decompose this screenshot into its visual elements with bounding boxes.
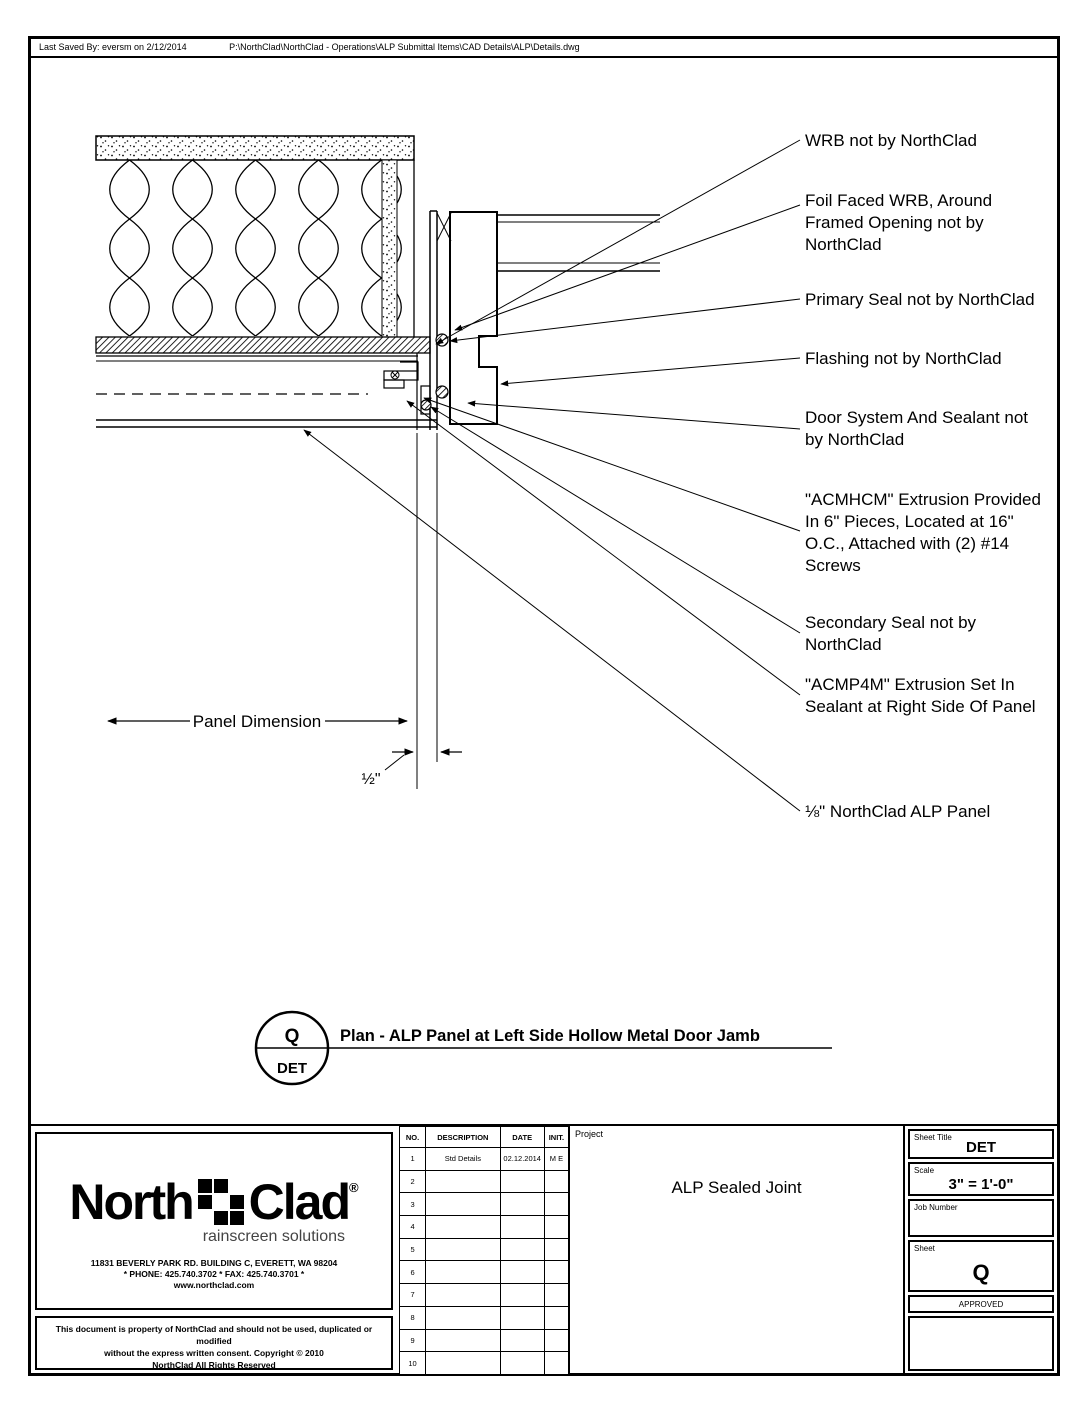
callout-primary-seal: Primary Seal not by NorthClad: [805, 290, 1035, 309]
rev-header-no: NO.: [398, 1126, 427, 1148]
primary-seal-bead: [435, 333, 449, 347]
northclad-logo: North Clad ®: [37, 1174, 391, 1230]
callout-secondary-seal: Secondary Seal not by NorthClad: [805, 613, 977, 654]
door-jamb-frame: [429, 210, 660, 430]
project-box: Project ALP Sealed Joint: [568, 1126, 905, 1375]
panel-dimension: Panel Dimension: [107, 712, 408, 731]
leader-lines: [303, 139, 801, 812]
revision-row: 10: [398, 1351, 570, 1375]
sheet-label: Sheet: [914, 1244, 935, 1253]
approved-signature-box: [908, 1316, 1054, 1371]
leader-primary-seal: [449, 298, 801, 344]
callout-alp-panel: ⅛" NorthClad ALP Panel: [805, 802, 991, 821]
callout-flashing: Flashing not by NorthClad: [805, 349, 1002, 368]
wall-assembly: [95, 135, 437, 428]
callout-acmhcm-extrusion: "ACMHCM" Extrusion Provided In 6" Pieces…: [805, 490, 1041, 575]
detail-title: Plan - ALP Panel at Left Side Hollow Met…: [340, 1027, 760, 1045]
approved-box: APPROVED: [908, 1295, 1054, 1313]
company-address-block: 11831 BEVERLY PARK RD. BUILDING C, EVERE…: [37, 1258, 391, 1291]
callout-foil-faced-wrb: Foil Faced WRB, Around Framed Opening no…: [805, 191, 993, 254]
job-number-label: Job Number: [914, 1203, 958, 1212]
hollow-metal-frame: [449, 211, 498, 425]
sheet-title-value: DET: [966, 1139, 996, 1156]
company-phone-fax: * PHONE: 425.740.3702 * FAX: 425.740.370…: [123, 1269, 305, 1279]
leader-foil-wrb: [454, 204, 801, 331]
logo-box: North Clad ® rainscreen solutions 11831 …: [35, 1132, 393, 1310]
panel-dimension-label: Panel Dimension: [193, 712, 322, 731]
project-name: ALP Sealed Joint: [671, 1178, 802, 1197]
leader-alp-panel: [303, 429, 801, 812]
company-address: 11831 BEVERLY PARK RD. BUILDING C, EVERE…: [90, 1258, 338, 1268]
wrb-layer: [95, 336, 431, 354]
last-saved-text: Last Saved By: eversm on 2/12/2014: [39, 42, 187, 52]
detail-drawing: Panel Dimension ½" Q DET Plan - ALP Pane…: [95, 135, 832, 1086]
revision-row: 4: [398, 1215, 570, 1239]
disclaimer-text: This document is property of NorthClad a…: [35, 1316, 393, 1370]
revision-row: 8: [398, 1305, 570, 1330]
revision-row: 7: [398, 1283, 570, 1307]
sheet-box: Sheet Q: [908, 1240, 1054, 1292]
sheet-title-box: Sheet Title DET: [908, 1129, 1054, 1159]
callout-wrb: WRB not by NorthClad: [805, 131, 977, 150]
logo-tagline: rainscreen solutions: [202, 1228, 345, 1245]
secondary-seal-bead: [420, 399, 432, 411]
logo-text-clad: Clad: [248, 1174, 351, 1230]
detail-abbrev: DET: [277, 1060, 307, 1077]
leader-acmp4m-extrusion: [406, 400, 801, 696]
file-info-bar: Last Saved By: eversm on 2/12/2014 P:\No…: [31, 39, 1057, 58]
job-number-box: Job Number: [908, 1199, 1054, 1237]
revision-row: 6: [398, 1260, 570, 1285]
leader-secondary-seal: [430, 406, 801, 634]
approved-label: APPROVED: [958, 1300, 1004, 1309]
logo-text-north: North: [69, 1174, 194, 1230]
revision-header-row: NO. DESCRIPTION DATE INIT.: [398, 1126, 570, 1148]
joint-dimension-label: ½": [361, 771, 380, 788]
scale-box: Scale 3" = 1'-0": [908, 1162, 1054, 1196]
revision-row: 2: [398, 1169, 570, 1194]
registered-trademark-icon: ®: [349, 1180, 359, 1195]
jamb-sheathing-return: [381, 159, 398, 338]
revision-row: 9: [398, 1328, 570, 1353]
insulation-batt: [98, 160, 414, 336]
leader-flashing: [500, 357, 801, 387]
leader-door-system: [467, 400, 801, 430]
door-sealant-bead: [435, 385, 449, 399]
rev-header-description: DESCRIPTION: [425, 1126, 501, 1148]
scale-label: Scale: [914, 1166, 935, 1175]
detail-marker: Q DET Plan - ALP Panel at Left Side Holl…: [254, 1010, 832, 1086]
rev-header-init: INIT.: [543, 1126, 570, 1148]
callout-door-system: Door System And Sealant not by NorthClad: [805, 408, 1029, 449]
title-block: North Clad ® rainscreen solutions 11831 …: [31, 1124, 1057, 1375]
leader-acmhcm-extrusion: [423, 397, 801, 532]
revision-row: 3: [398, 1192, 570, 1217]
detail-letter: Q: [285, 1026, 300, 1047]
revision-row: 5: [398, 1237, 570, 1262]
callout-acmp4m-extrusion: "ACMP4M" Extrusion Set In Sealant at Rig…: [805, 675, 1036, 716]
logo-grid-icon: [197, 1179, 244, 1225]
company-website: www.northclad.com: [173, 1280, 255, 1290]
scale-value: 3" = 1'-0": [948, 1176, 1014, 1193]
rev-header-date: DATE: [499, 1126, 545, 1148]
file-path-text: P:\NorthClad\NorthClad - Operations\ALP …: [229, 42, 580, 52]
sheet-value: Q: [972, 1260, 990, 1285]
sheet-title-label: Sheet Title: [914, 1133, 952, 1142]
exterior-sheathing: [95, 135, 415, 161]
project-label: Project: [575, 1129, 604, 1139]
joint-dimension: ½": [361, 433, 462, 789]
leader-wrb: [435, 139, 801, 345]
